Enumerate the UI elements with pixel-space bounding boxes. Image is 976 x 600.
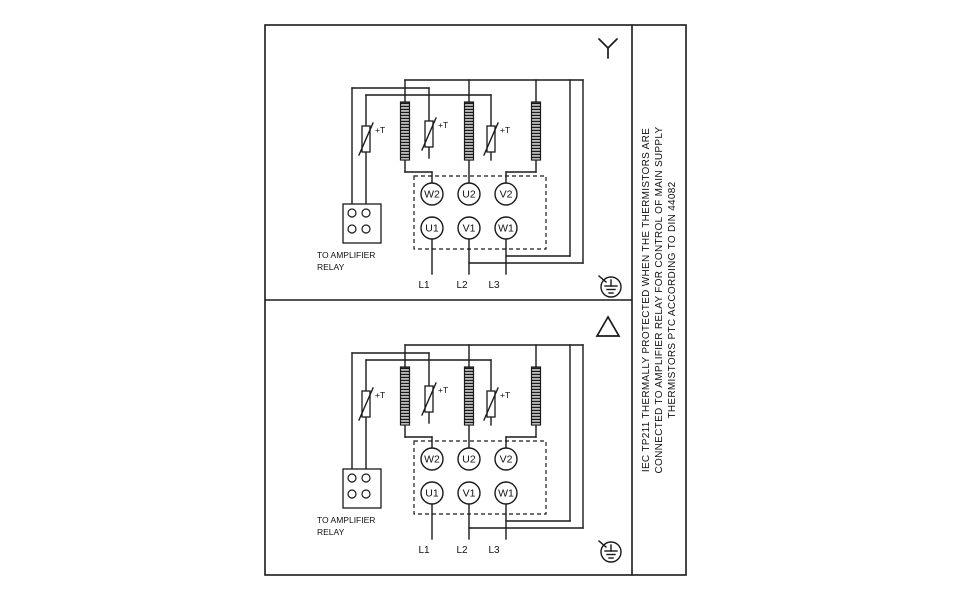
terminal-circle [457,481,481,505]
thermistor-2: +T [421,117,448,151]
winding-coil [463,366,475,426]
star-connection-icon [598,38,618,59]
supply-label-l3: L3 [488,280,500,291]
side-note: IEC TP211 THERMALLY PROTECTED WHEN THE T… [641,127,678,474]
side-note-line3: THERMISTORS PTC ACCORDING TO DIN 44082 [667,181,678,418]
terminal-label: V1 [463,223,476,235]
connector-pin [347,473,357,483]
connector-pin [347,208,357,218]
side-note-line2: CONNECTED TO AMPLIFIER RELAY FOR CONTROL… [654,127,665,474]
relay-note-line1: TO AMPLIFIER [317,515,375,525]
connector-pin [361,208,371,218]
amplifier-relay-connector [342,203,382,244]
terminal-v2: V2 [494,182,518,206]
connector-pin [347,224,357,234]
terminal-v2: V2 [494,447,518,471]
terminal-circle [494,447,518,471]
winding-coil [530,366,542,426]
motor-winding-coils [399,366,542,426]
delta-connection-icon [595,315,621,337]
wiring-lines [351,344,584,540]
connector-pin [361,489,371,499]
terminal-v1: V1 [457,481,481,505]
supply-label-l1: L1 [418,280,430,291]
thermistor-label: +T [375,390,385,400]
terminal-label: W1 [498,223,514,235]
terminal-u2: U2 [457,447,481,471]
terminal-label: W1 [498,488,514,500]
terminal-circle [420,216,444,240]
thermistor-1: +T [358,122,385,156]
terminal-w1: W1 [494,481,518,505]
terminal-u1: U1 [420,481,444,505]
terminal-label: U2 [462,454,476,466]
terminal-circle [494,481,518,505]
terminal-label: V1 [463,488,476,500]
terminal-w1: W1 [494,216,518,240]
side-note-line1: IEC TP211 THERMALLY PROTECTED WHEN THE T… [641,128,652,472]
terminal-board-outline [413,175,547,250]
terminal-v1: V1 [457,216,481,240]
terminal-label: V2 [500,189,513,201]
terminal-w2: W2 [420,182,444,206]
connector-pin [361,473,371,483]
terminal-circle [494,216,518,240]
winding-coil [530,101,542,161]
terminal-board-outline [413,440,547,515]
relay-note-line1: TO AMPLIFIER [317,250,375,260]
thermistor-1: +T [358,387,385,421]
terminal-label: U1 [425,223,439,235]
terminal-label: W2 [424,454,440,466]
thermistor-3: +T [483,387,510,421]
thermistor-3: +T [483,122,510,156]
supply-label-l3: L3 [488,545,500,556]
thermistor-2: +T [421,382,448,416]
thermistor-label: +T [375,125,385,135]
terminal-u2: U2 [457,182,481,206]
delta-diagram: +T +T +T W2 U2 V2 U1 [317,315,622,563]
terminal-label: U1 [425,488,439,500]
supply-label-l1: L1 [418,545,430,556]
thermistor-label: +T [500,125,510,135]
connector-pin [347,489,357,499]
diagram-frame [264,24,687,576]
terminal-label: V2 [500,454,513,466]
connector-pin [361,224,371,234]
star-diagram: +T +T +T W2 U2 V2 U1 [317,38,622,298]
motor-winding-coils [399,101,542,161]
terminal-circle [420,447,444,471]
terminal-w2: W2 [420,447,444,471]
terminal-circle [457,182,481,206]
thermistor-label: +T [438,120,448,130]
wiring-lines [351,79,584,275]
terminal-circle [457,447,481,471]
winding-coil [399,366,411,426]
winding-coil [463,101,475,161]
terminal-circle [420,481,444,505]
relay-note-line2: RELAY [317,262,345,272]
terminal-label: W2 [424,189,440,201]
winding-coil [399,101,411,161]
terminal-circle [420,182,444,206]
earth-ground-icon [598,540,622,563]
supply-label-l2: L2 [456,280,468,291]
thermistor-label: +T [500,390,510,400]
supply-label-l2: L2 [456,545,468,556]
earth-ground-icon [598,275,622,298]
terminal-circle [457,216,481,240]
thermistor-label: +T [438,385,448,395]
terminal-circle [494,182,518,206]
amplifier-relay-connector [342,468,382,509]
relay-note-line2: RELAY [317,527,345,537]
terminal-label: U2 [462,189,476,201]
terminal-u1: U1 [420,216,444,240]
